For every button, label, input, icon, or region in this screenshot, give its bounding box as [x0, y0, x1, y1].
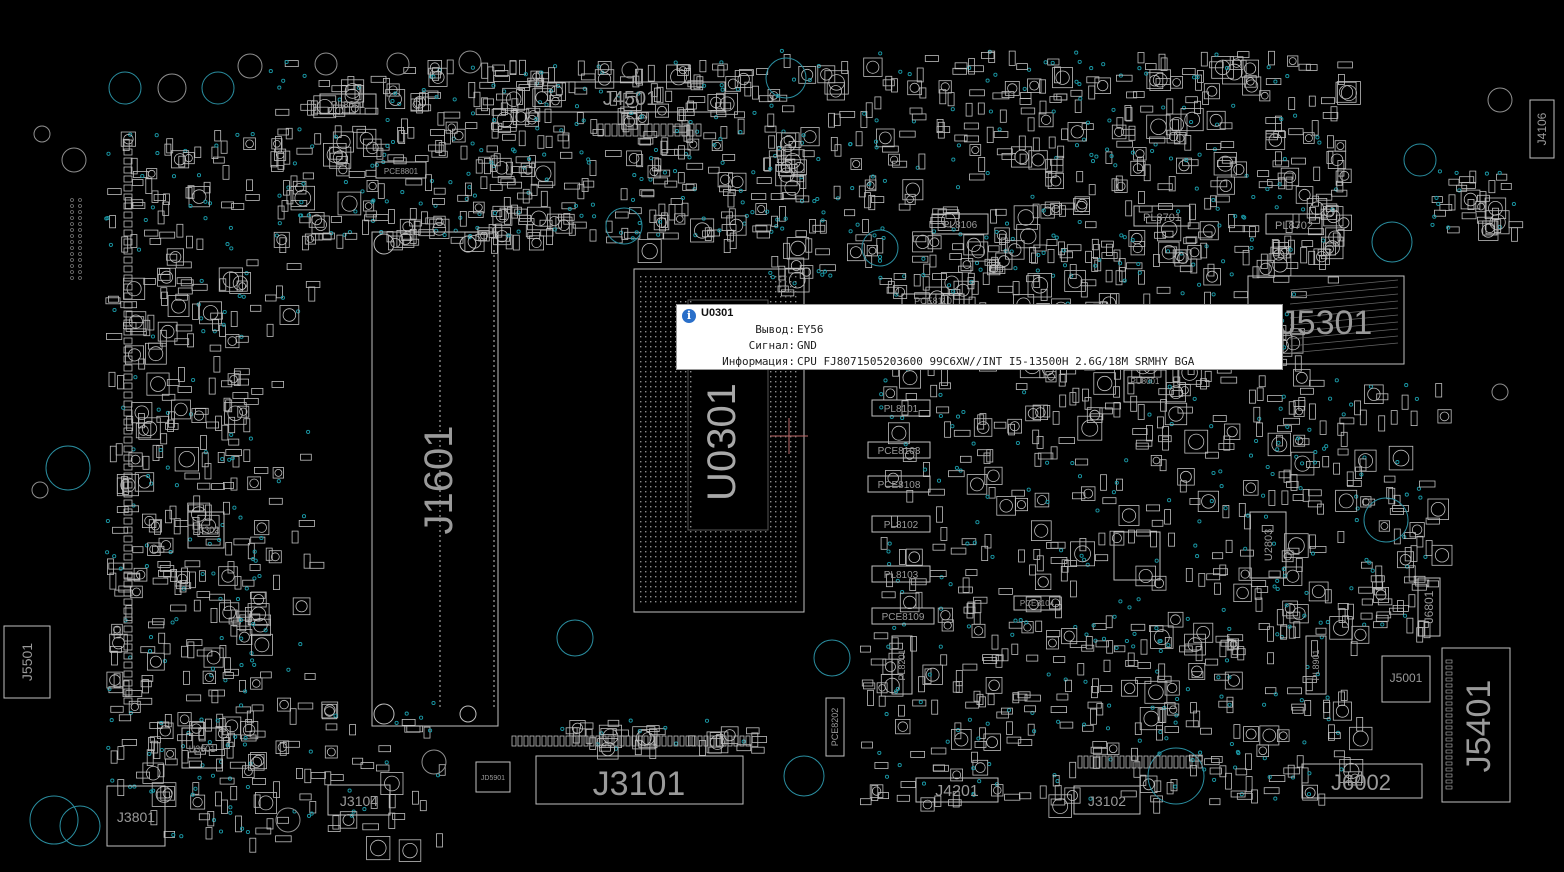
label-pl8702: PL8702 — [1275, 220, 1313, 232]
label-u3302: U3302 — [193, 525, 220, 535]
label-j3801: J3801 — [117, 809, 155, 825]
label-pl8102: PL8102 — [884, 520, 919, 531]
label-j5501: J5501 — [19, 643, 35, 681]
label-j1601: J1601 — [417, 426, 461, 535]
cursor-crosshair — [770, 418, 808, 454]
label-j4106: J4106 — [1535, 112, 1549, 145]
tooltip-value: CPU FJ8071505203600 99C6XW//INT I5-13500… — [797, 355, 1195, 368]
j3801-outline[interactable] — [106, 785, 166, 847]
label-pce8103: PCE8103 — [878, 446, 921, 457]
board-outlines — [3, 81, 1555, 847]
tooltip-row-pin: Вывод:EY56 — [677, 323, 824, 337]
label-pce8202: PCE8202 — [830, 708, 840, 747]
label-pl8103: PL8103 — [884, 570, 919, 581]
tooltip-row-info: Информация:CPU FJ8071505203600 99C6XW//I… — [677, 355, 1194, 369]
info-icon: i — [682, 309, 696, 323]
j3101-outline[interactable] — [535, 755, 744, 805]
tooltip-title: U0301 — [701, 307, 734, 319]
label-jd5901: JD5901 — [481, 775, 505, 782]
label-j5301: J5301 — [1280, 304, 1373, 342]
label-pce8801: PCE8801 — [384, 167, 419, 176]
j4501-outline[interactable] — [534, 81, 726, 113]
j5401-outline[interactable] — [1441, 647, 1511, 803]
label-pce8109: PCE8109 — [882, 612, 925, 623]
j6002-outline[interactable] — [1301, 763, 1423, 799]
label-pce8108: PCE8108 — [878, 480, 921, 491]
label-u3601: U3601 — [189, 744, 216, 754]
j6801-outline[interactable] — [1417, 577, 1441, 637]
tooltip-key: Информация: — [722, 355, 795, 368]
j5501-outline[interactable] — [3, 625, 51, 699]
label-j4201: J4201 — [935, 783, 979, 800]
component-info-tooltip: i U0301 Вывод:EY56 Сигнал:GND Информация… — [676, 304, 1283, 370]
label-j6801: J6801 — [1422, 590, 1436, 623]
label-j3104: J3104 — [340, 793, 378, 809]
u2803-outline[interactable] — [1249, 511, 1287, 579]
label-pce8104: PCE8104 — [1020, 599, 1055, 608]
label-pce8110: PCE8110 — [914, 296, 952, 306]
board-components — [29, 48, 1524, 862]
label-j6002: J6002 — [1331, 770, 1391, 795]
label-pl8601: PL8601 — [331, 100, 366, 111]
label-pl8106: PL8106 — [943, 220, 978, 231]
label-j4501: J4501 — [603, 88, 658, 110]
j1601-outline[interactable] — [371, 231, 499, 727]
tooltip-row-signal: Сигнал:GND — [677, 339, 817, 353]
label-pl8901: PL8901 — [1311, 649, 1321, 680]
j5001-outline[interactable] — [1381, 655, 1431, 703]
label-j3101: J3101 — [593, 765, 686, 803]
label-u0301: U0301 — [700, 383, 744, 501]
label-j5401: J5401 — [1460, 680, 1498, 773]
j3102-outline[interactable] — [1073, 785, 1141, 815]
tooltip-key: Сигнал: — [748, 339, 795, 352]
label-j3102: J3102 — [1088, 793, 1126, 809]
j4201-outline[interactable] — [915, 777, 999, 803]
tooltip-value: GND — [797, 339, 817, 352]
label-pl8201: PL8201 — [897, 649, 907, 680]
label-j5001: J5001 — [1390, 671, 1423, 685]
tooltip-key: Вывод: — [755, 323, 795, 336]
j3104-outline[interactable] — [327, 784, 391, 816]
j4106-outline[interactable] — [1529, 99, 1555, 159]
label-pl8101: PL8101 — [884, 404, 919, 415]
label-pu8001: PU8001 — [1131, 377, 1160, 386]
label-u2803: U2803 — [1263, 529, 1275, 561]
tooltip-value: EY56 — [797, 323, 824, 336]
u0301-outline[interactable] — [633, 268, 805, 613]
label-pl8701: PL8701 — [1143, 212, 1181, 224]
board-labels: J4501 J1601 U0301 J5301 J3101 J3104 J380… — [19, 88, 1549, 825]
